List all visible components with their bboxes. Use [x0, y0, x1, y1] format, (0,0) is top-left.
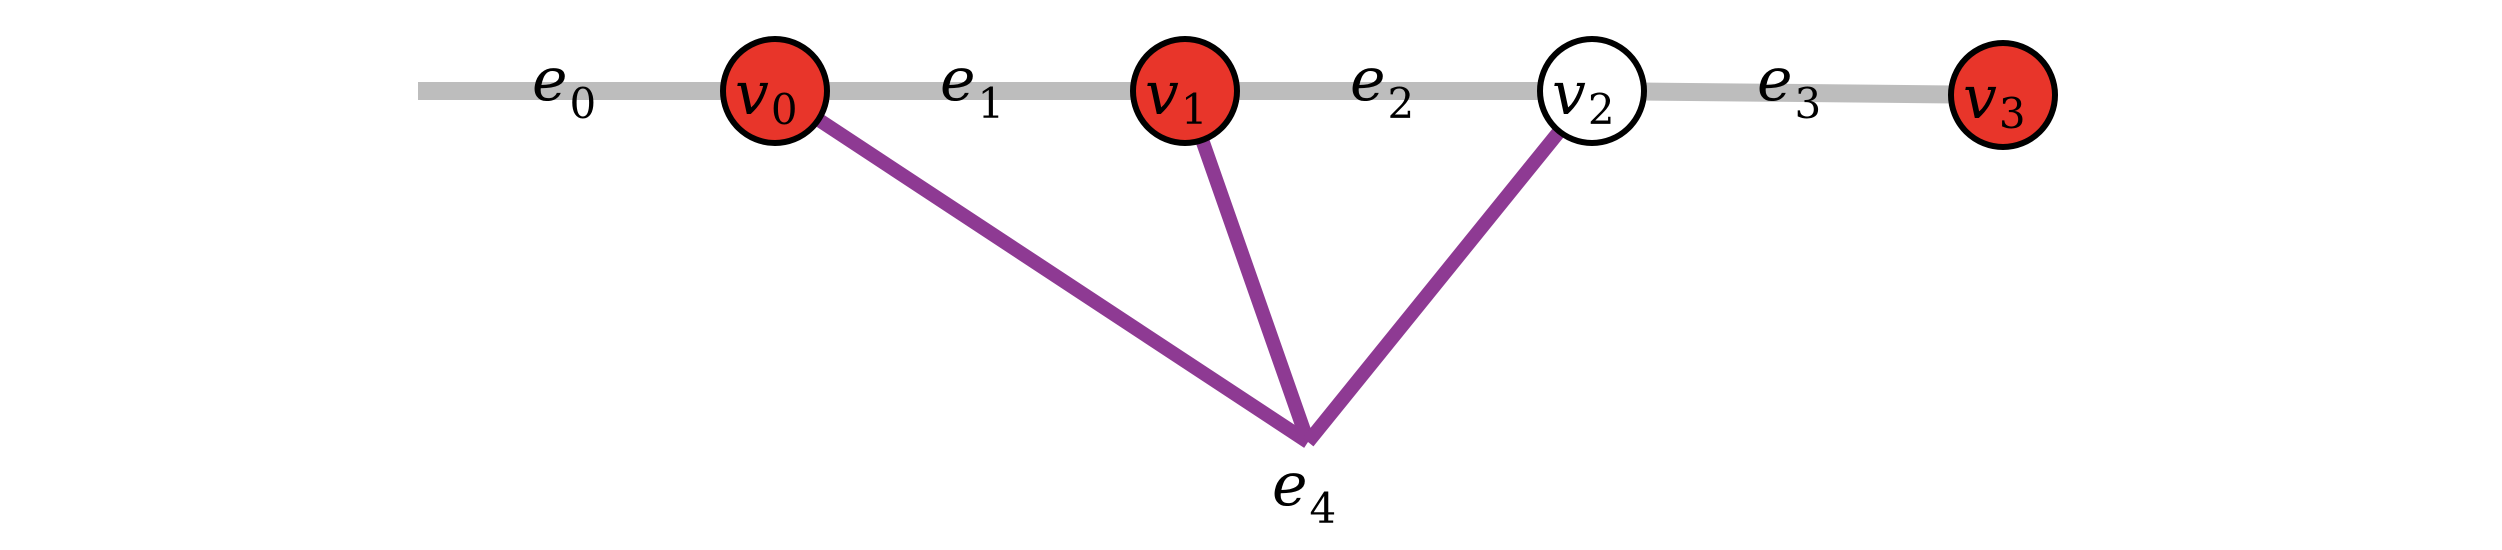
- vertex-v3-circle: [1948, 40, 2058, 150]
- edge-label-e0: e0: [532, 45, 596, 128]
- vertex-v0-label: v0: [735, 59, 798, 134]
- vertex-v3-label: v3: [1963, 63, 2026, 138]
- edge-label-e1: e1: [940, 45, 1004, 128]
- edge-label-e3: e3: [1757, 45, 1821, 128]
- vertices: v0 v1 v2 v3: [720, 36, 2058, 150]
- edge-label-e2: e2: [1350, 45, 1414, 128]
- hyperedge-e4-branch-v1: [1178, 88, 1315, 445]
- hyperedge-e4: [771, 85, 1598, 448]
- vertex-v0-circle: [720, 36, 830, 146]
- vertex-v2-circle: [1537, 36, 1647, 146]
- vertex-v0: v0: [720, 36, 830, 146]
- vertex-v2: v2: [1537, 36, 1647, 146]
- vertex-v1-label: v1: [1145, 59, 1208, 134]
- edge-label-e4: e4: [1272, 450, 1336, 533]
- vertex-v1: v1: [1130, 36, 1240, 146]
- chain-edges: [418, 82, 2004, 104]
- hyperedge-e4-branch-v2: [1302, 86, 1598, 447]
- chain-edge-e3: [1591, 82, 2004, 104]
- vertex-v3: v3: [1948, 40, 2058, 150]
- vertex-v1-circle: [1130, 36, 1240, 146]
- vertex-v2-label: v2: [1552, 59, 1615, 134]
- edge-labels: e0 e1 e2 e3 e4: [532, 45, 1821, 533]
- hyperedge-e4-branch-v0: [771, 85, 1312, 448]
